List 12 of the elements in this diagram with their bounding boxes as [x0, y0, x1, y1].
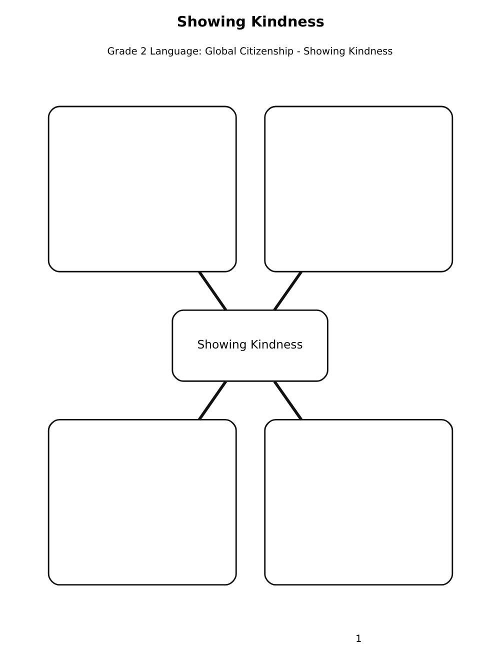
connector	[272, 270, 302, 311]
connector	[198, 380, 227, 420]
label: Grade 2 Language: Global Citizenship - Showing Kindness	[106, 46, 392, 58]
node-box	[47, 418, 236, 586]
label: 1	[354, 634, 362, 646]
connector	[272, 380, 302, 420]
node-box: Showing Kindness	[171, 310, 328, 382]
diagram-title: Showing Kindness	[176, 14, 324, 30]
node-box	[47, 106, 236, 272]
connector	[198, 270, 227, 311]
node-box	[264, 106, 453, 272]
node-box	[264, 418, 453, 586]
